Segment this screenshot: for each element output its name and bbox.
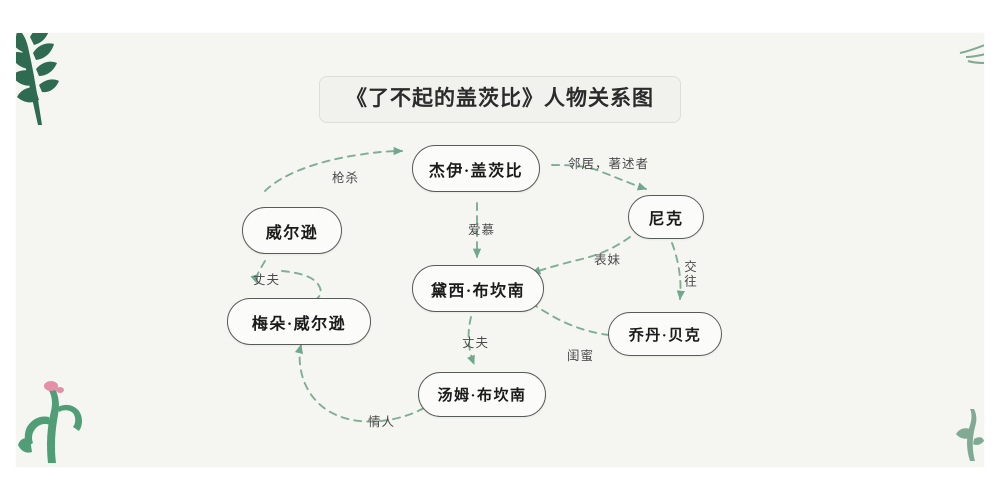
- edge-jordan-daisy: [520, 294, 610, 336]
- node-jordan-baker[interactable]: 乔丹·贝克: [608, 312, 722, 356]
- node-tom-buchanan-label: 汤姆·布坎南: [437, 388, 527, 404]
- node-myrtle-wilson[interactable]: 梅朵·威尔逊: [227, 298, 371, 345]
- edge-label-cousin: 表妹: [594, 253, 622, 267]
- node-gatsby-label: 杰伊·盖茨比: [428, 162, 524, 180]
- node-jordan-baker-label: 乔丹·贝克: [628, 327, 702, 344]
- edge-label-lover: 情人: [368, 415, 396, 429]
- node-tom-buchanan[interactable]: 汤姆·布坎南: [418, 372, 546, 417]
- node-wilson-label: 威尔逊: [265, 224, 319, 242]
- node-gatsby[interactable]: 杰伊·盖茨比: [412, 145, 540, 192]
- edge-nick-jordan: [671, 242, 685, 301]
- edge-gatsby-nick: [551, 164, 647, 191]
- edge-wilson-gatsby: [264, 146, 404, 192]
- node-myrtle-wilson-label: 梅朵·威尔逊: [251, 315, 347, 333]
- relationship-edges: [250, 146, 685, 423]
- edge-daisy-tom: [467, 316, 475, 365]
- edge-label-neighbor-narrator: 邻居，著述者: [568, 157, 650, 171]
- node-daisy-buchanan-label: 黛西·布坎南: [430, 282, 526, 300]
- node-nick-label: 尼克: [648, 211, 684, 228]
- node-nick[interactable]: 尼克: [628, 195, 704, 239]
- node-wilson[interactable]: 威尔逊: [242, 207, 342, 254]
- edge-nick-daisy: [531, 236, 631, 275]
- edge-label-admire: 爱慕: [468, 223, 496, 237]
- edge-wilson-myrtle: [250, 260, 266, 284]
- edge-label-best-friend: 闺蜜: [567, 349, 595, 363]
- edge-label-husband-wilson-myrtle: 丈夫: [253, 273, 281, 287]
- edge-label-dating: 交往: [682, 260, 696, 289]
- edge-tom-myrtle: [294, 343, 425, 423]
- edge-label-husband-daisy-tom: 丈夫: [462, 336, 490, 350]
- edge-label-shot: 枪杀: [332, 171, 360, 185]
- diagram-card: 《了不起的盖茨比》人物关系图: [16, 33, 984, 467]
- page-title: 《了不起的盖茨比》人物关系图: [319, 76, 681, 123]
- node-daisy-buchanan[interactable]: 黛西·布坎南: [412, 265, 544, 312]
